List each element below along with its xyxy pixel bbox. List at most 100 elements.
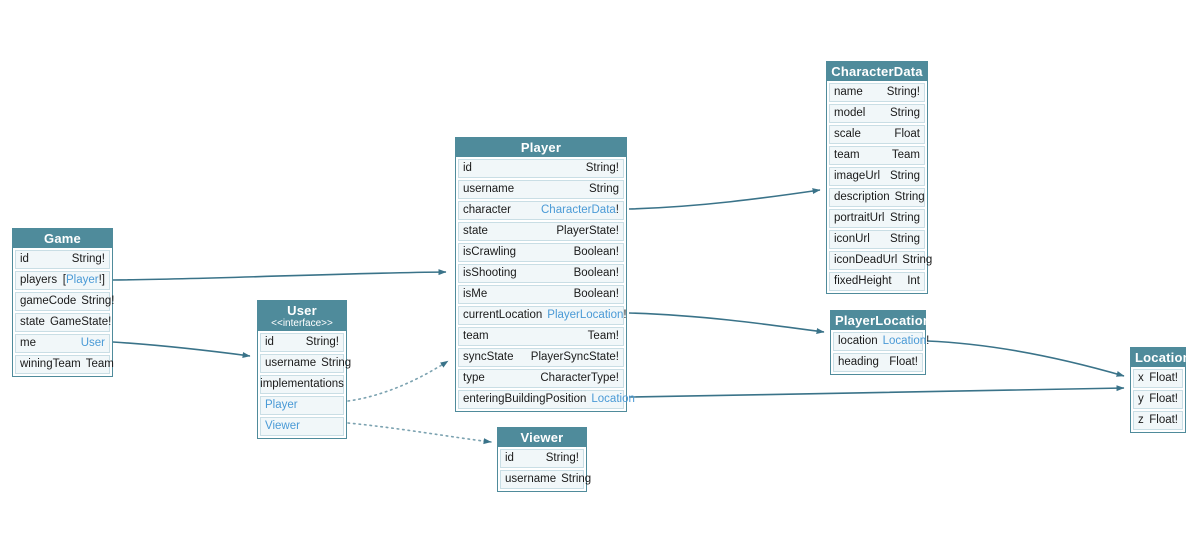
type-table-playerlocation[interactable]: PlayerLocation location Location! headin… [830,310,931,375]
field-row-x[interactable]: x Float! [1133,369,1183,388]
field-name: Player [265,399,298,411]
edge-player-character-to-characterdata [628,188,821,210]
field-type-suffix: CharacterType! [540,372,619,384]
field-type: GameState! [50,315,111,330]
field-row-isshooting[interactable]: isShooting Boolean! [458,264,624,283]
type-table-header[interactable]: Player [456,138,626,157]
field-type: Boolean! [574,245,619,260]
field-name: team [463,330,489,342]
field-row-z[interactable]: z Float! [1133,411,1183,430]
field-type: String [902,253,932,268]
field-type: Boolean! [574,266,619,281]
field-type: Int [907,274,920,289]
type-table-header[interactable]: PlayerLocation [831,311,931,330]
type-table-header[interactable]: CharacterData [827,62,927,81]
field-type-suffix: Float! [1149,414,1178,426]
field-row-state[interactable]: state PlayerState! [458,222,624,241]
field-row-id[interactable]: id String! [15,250,110,269]
type-table-game[interactable]: Game id String! players [Player!] gameCo… [12,228,115,377]
field-type-link[interactable]: Location [882,335,927,347]
field-row-team[interactable]: team Team! [458,327,624,346]
field-type: Float! [1149,371,1178,386]
type-table-viewer[interactable]: Viewer id String! username String [497,427,591,492]
field-name: username [265,357,317,369]
field-type-link[interactable]: Player [66,274,99,286]
field-type: Team [892,148,920,163]
field-row-imageurl[interactable]: imageUrl String [829,167,925,186]
field-name: id [265,336,274,348]
field-row-winingteam[interactable]: winingTeam Team [15,355,114,374]
type-table-header[interactable]: Game [13,229,112,248]
field-row-y[interactable]: y Float! [1133,390,1183,409]
field-row-type[interactable]: type CharacterType! [458,369,624,388]
type-table-user[interactable]: User <<interface>> id String! username S… [257,300,351,439]
field-type-suffix: Boolean! [573,246,619,258]
field-row-username[interactable]: username String [260,354,351,373]
field-name: heading [838,356,879,368]
field-row-enteringbuildingposition[interactable]: enteringBuildingPosition Location [458,390,635,409]
field-row-location[interactable]: location Location! [833,332,929,351]
field-row-username[interactable]: username String [500,470,591,489]
field-type: Boolean! [574,287,619,302]
field-row-id[interactable]: id String! [458,159,624,178]
field-type-suffix: Boolean! [573,288,619,300]
field-row-team[interactable]: team Team [829,146,925,165]
field-type: String [561,472,591,487]
field-type: String! [81,294,114,309]
field-type: PlayerLocation! [547,308,626,323]
field-type-suffix: ! [615,204,619,216]
field-row-currentlocation[interactable]: currentLocation PlayerLocation! [458,306,627,325]
field-name: id [463,162,472,174]
field-row-icondeadurl[interactable]: iconDeadUrl String [829,251,932,270]
field-row-description[interactable]: description String [829,188,925,207]
field-row-id[interactable]: id String! [500,449,584,468]
field-type-link[interactable]: Location [591,393,635,405]
field-type-prefix: [ [62,274,66,286]
field-type-suffix: ! [926,335,930,347]
field-type-suffix: String [889,212,920,224]
field-row-me[interactable]: me User [15,334,110,353]
field-row-implementations[interactable]: implementations [260,375,344,394]
field-name: state [463,225,488,237]
field-type: Float! [1149,392,1178,407]
field-row-name[interactable]: name String! [829,83,925,102]
type-name: User [287,303,317,318]
field-type: Location [591,392,634,407]
field-row-players[interactable]: players [Player!] [15,271,110,290]
edge-user-viewer-implementation [347,422,492,445]
type-table-header[interactable]: Location [1131,348,1191,367]
type-table-location[interactable]: Location x Float! y Float! z Float! [1130,347,1191,433]
field-type: String [895,190,925,205]
field-row-heading[interactable]: heading Float! [833,353,923,372]
field-row-iscrawling[interactable]: isCrawling Boolean! [458,243,624,262]
field-row-scale[interactable]: scale Float [829,125,925,144]
field-type: String [890,106,920,121]
field-row-viewer[interactable]: Viewer [260,417,344,436]
field-row-character[interactable]: character CharacterData! [458,201,624,220]
type-field-list: name String! model String scale Float te… [827,83,932,293]
edge-playerlocation-location-to-location [926,340,1125,377]
field-row-isme[interactable]: isMe Boolean! [458,285,624,304]
field-row-id[interactable]: id String! [260,333,344,352]
field-row-syncstate[interactable]: syncState PlayerSyncState! [458,348,624,367]
field-row-fixedheight[interactable]: fixedHeight Int [829,272,925,291]
type-table-characterdata[interactable]: CharacterData name String! model String … [826,61,932,294]
field-type-suffix: Team [85,358,114,370]
field-row-model[interactable]: model String [829,104,925,123]
field-type-link[interactable]: PlayerLocation [547,309,624,321]
field-type: User [81,336,105,351]
field-row-player[interactable]: Player [260,396,344,415]
type-table-player[interactable]: Player id String! username String charac… [455,137,635,412]
field-name: y [1138,393,1144,405]
field-type-link[interactable]: CharacterData [541,204,616,216]
field-type: Location! [883,334,930,349]
type-table-header[interactable]: User <<interface>> [258,301,346,331]
field-name: location [838,335,878,347]
field-row-gamecode[interactable]: gameCode String! [15,292,115,311]
field-row-portraiturl[interactable]: portraitUrl String [829,209,925,228]
type-table-header[interactable]: Viewer [498,428,586,447]
field-type-link[interactable]: User [80,337,105,349]
field-row-iconurl[interactable]: iconUrl String [829,230,925,249]
field-row-username[interactable]: username String [458,180,624,199]
field-row-state[interactable]: state GameState! [15,313,111,332]
